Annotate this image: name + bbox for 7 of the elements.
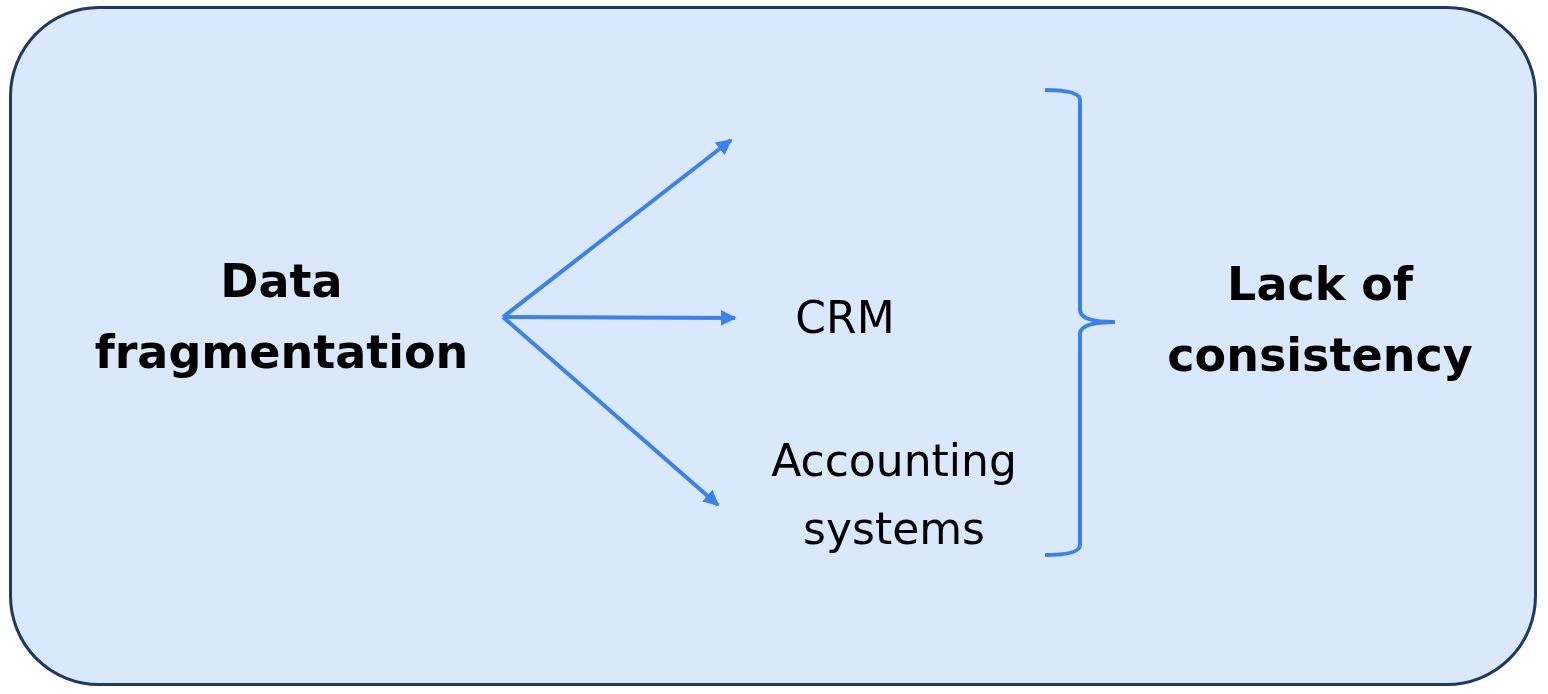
- outcome-label: Lack of consistency: [1166, 255, 1474, 384]
- system-label: CRM: [795, 290, 895, 345]
- arrow: [501, 138, 733, 319]
- arrow: [501, 315, 720, 507]
- topic-label: Data fragmentation: [93, 252, 470, 381]
- system-label: Accounting systems: [770, 433, 1018, 556]
- arrow: [503, 309, 737, 326]
